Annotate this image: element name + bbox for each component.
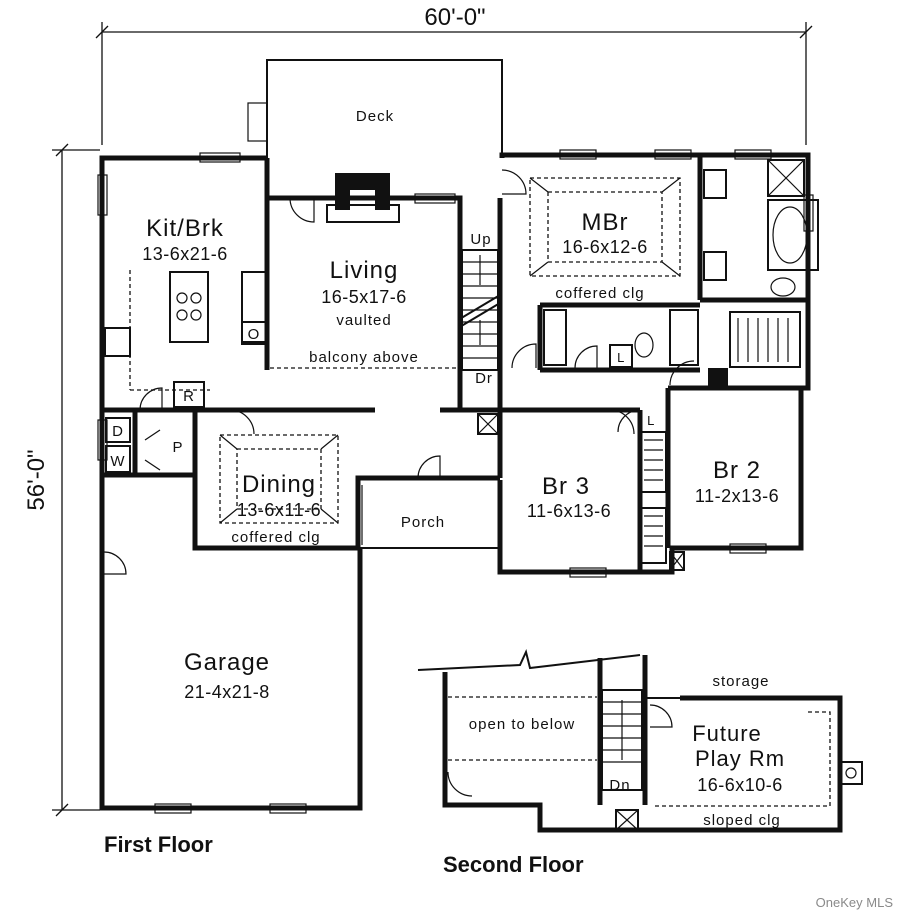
bath-fixtures	[543, 159, 819, 386]
garage-name: Garage	[184, 649, 270, 676]
porch	[360, 485, 500, 549]
br2-size: 11-2x13-6	[695, 486, 779, 506]
br2-name: Br 2	[713, 457, 761, 484]
stairs	[457, 249, 501, 371]
depth-dimension: 56'-0"	[23, 449, 50, 510]
dryer-label: D	[112, 423, 124, 440]
linen-label-1: L	[617, 350, 625, 365]
washer-label: W	[110, 453, 125, 470]
doors	[103, 169, 695, 575]
dining-name: Dining	[242, 471, 316, 498]
windows	[97, 149, 814, 814]
play-room-name-line2: Play Rm	[695, 746, 785, 771]
deck	[247, 59, 503, 198]
dining-coffered-ceiling	[219, 434, 339, 524]
kitchen-size: 13-6x21-6	[142, 244, 228, 264]
dr-label: Dr	[475, 370, 493, 387]
living-name: Living	[330, 257, 399, 284]
play-room-note: sloped clg	[703, 812, 781, 829]
open-to-below-label: open to below	[469, 716, 575, 733]
first-floor-caption: First Floor	[104, 832, 213, 857]
refrigerator-label: R	[183, 388, 195, 405]
porch-label: Porch	[401, 514, 445, 531]
br3-name: Br 3	[542, 473, 590, 500]
living-note: vaulted	[336, 312, 391, 329]
kitchen-name: Kit/Brk	[146, 215, 224, 242]
balcony-note: balcony above	[309, 349, 419, 366]
master-name: MBr	[582, 209, 629, 236]
garage-size: 21-4x21-8	[184, 682, 270, 702]
watermark: OneKey MLS	[816, 895, 894, 910]
closets	[477, 311, 801, 571]
second-floor-plan	[417, 649, 863, 833]
width-dimension: 60'-0"	[424, 4, 485, 31]
master-note: coffered clg	[555, 285, 644, 302]
pantry-label: P	[172, 439, 183, 456]
dining-note: coffered clg	[231, 529, 320, 546]
dining-size: 13-6x11-6	[237, 500, 321, 520]
storage-label: storage	[712, 673, 769, 690]
play-room-size: 16-6x10-6	[697, 775, 783, 795]
up-label: Up	[470, 231, 491, 248]
master-coffered-ceiling	[529, 177, 681, 277]
br3-size: 11-6x13-6	[527, 501, 611, 521]
oven-label: O	[248, 326, 261, 343]
deck-label: Deck	[356, 108, 394, 125]
master-size: 16-6x12-6	[562, 237, 648, 257]
living-size: 16-5x17-6	[321, 287, 407, 307]
dn-label: Dn	[609, 777, 630, 794]
kitchen-fixtures	[104, 270, 267, 473]
play-room-name-line1: Future	[692, 721, 762, 746]
second-floor-caption: Second Floor	[443, 852, 584, 877]
dimension-lines	[52, 22, 813, 817]
linen-label-2: L	[647, 413, 655, 428]
fireplace	[326, 173, 400, 223]
